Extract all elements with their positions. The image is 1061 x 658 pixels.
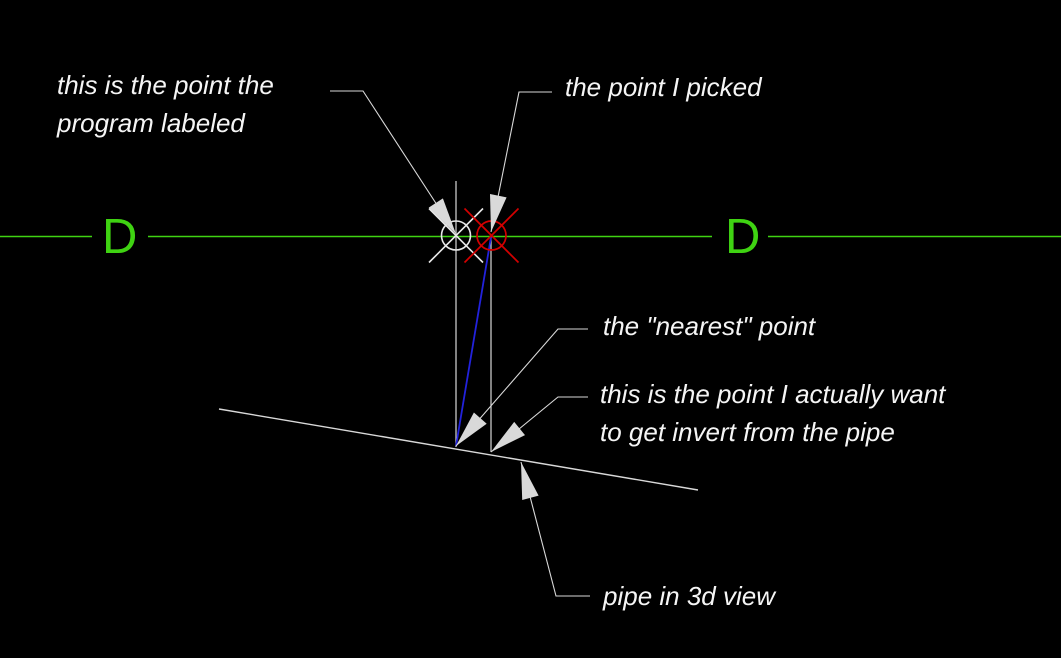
leader-pipe-3d-arrowhead	[521, 462, 539, 500]
snap-trace-line	[455, 236, 492, 447]
leader-program-labeled	[330, 90, 453, 229]
leader-program-labeled-arrowhead	[428, 198, 456, 234]
leader-invert-point-arrowhead	[491, 421, 525, 452]
section-label-d-right: D	[725, 210, 760, 264]
leader-picked-point	[490, 91, 552, 233]
picked-point-x-stroke-2	[463, 207, 520, 264]
labeled-point-circle	[440, 220, 472, 251]
annotation-picked-point: the point I picked	[565, 72, 762, 102]
annotation-nearest-point: the "nearest" point	[603, 311, 816, 341]
pipe-line	[218, 408, 699, 491]
annotation-invert-point-line2: to get invert from the pipe	[600, 417, 895, 447]
annotation-program-labeled-line2: program labeled	[57, 108, 245, 138]
leader-picked-point-arrowhead	[490, 194, 507, 232]
section-label-d-left: D	[102, 210, 137, 264]
annotation-invert-point: this is the point I actually want to get…	[600, 375, 945, 451]
annotation-invert-point-line1: this is the point I actually want	[600, 379, 946, 409]
picked-point-marker	[463, 207, 520, 264]
annotation-pipe-3d: pipe in 3d view	[603, 581, 775, 611]
leader-pipe-3d	[520, 461, 590, 597]
annotation-program-labeled: this is the point the program labeled	[57, 66, 274, 142]
leader-nearest-point-arrowhead	[456, 412, 487, 446]
annotation-program-labeled-line1: this is the point the	[57, 70, 274, 100]
leader-nearest-point	[455, 328, 588, 447]
